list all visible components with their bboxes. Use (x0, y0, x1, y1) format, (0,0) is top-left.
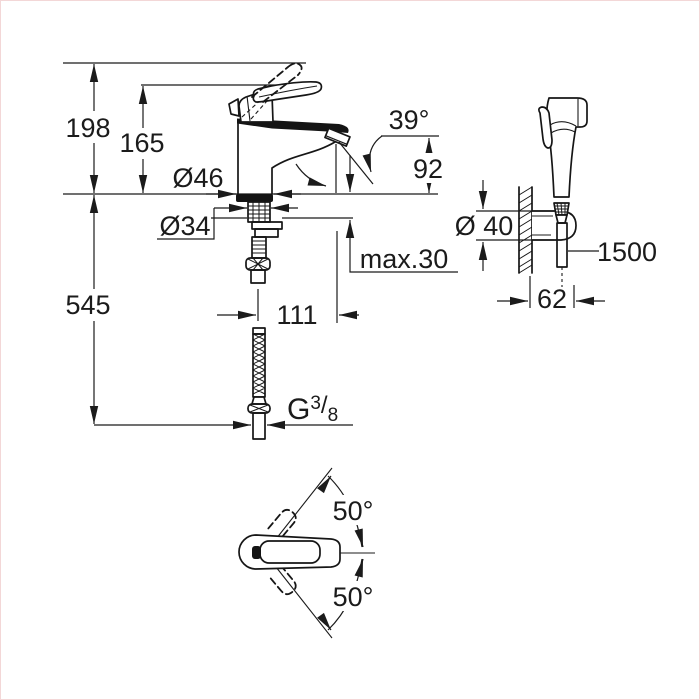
shower-body (545, 97, 588, 198)
rod-thread-pattern (252, 240, 266, 254)
faucet-body (228, 62, 351, 202)
dim-label-g38: G3/8 (287, 392, 338, 426)
dim-label-165: 165 (119, 128, 164, 158)
connection-tube (252, 412, 266, 440)
lever-inner-line (258, 85, 318, 98)
hand-shower-view: Ø 40 1500 62 (455, 97, 657, 314)
dim-lever-height: 165 (119, 86, 166, 193)
handle-swung-down-dashed (267, 564, 297, 596)
holder-inner-lines (532, 215, 553, 236)
dim-spout-angle: 39° (295, 105, 439, 193)
dim-label-50deg-down: 50° (333, 582, 374, 612)
lever-handle (252, 80, 323, 103)
aerator (324, 127, 351, 147)
nut-hatch (247, 257, 269, 271)
dim-overall-height: 198 (65, 64, 111, 193)
lever-rear-tab (228, 98, 240, 117)
mounting-bracket-upper (251, 221, 283, 230)
dim-thread-size: G3/8 (94, 392, 353, 430)
dim-hose-drop: 545 (64, 195, 112, 424)
wall-section (518, 186, 533, 274)
dim-label-50deg-up: 50° (333, 496, 374, 526)
dim-label-111: 111 (276, 300, 317, 330)
wall-hatch-pattern (518, 186, 533, 274)
shower-holder (532, 210, 577, 241)
threaded-rod (251, 236, 267, 259)
dim-shank-diameter: Ø34 (157, 203, 298, 241)
mounting-bracket-lower (254, 228, 279, 238)
hose-top-fitting (252, 327, 266, 335)
dim-label-62: 62 (537, 284, 567, 314)
dim-outlet-height: 92 (410, 138, 448, 193)
hose-end-cone (251, 396, 267, 405)
dim-holder-diameter: Ø 40 (455, 180, 554, 271)
lever-raised-dashed (251, 62, 303, 103)
neck-contour-lines (549, 121, 577, 134)
dim-label-dia40: Ø 40 (455, 211, 514, 241)
hose-nut-hatch (249, 404, 269, 413)
hand-shower (538, 97, 588, 287)
dim-wall-offset: 62 (497, 276, 605, 314)
hose-cone (555, 214, 568, 224)
dim-spout-projection: 111 (217, 231, 359, 330)
tailpiece (250, 269, 266, 284)
dim-label-39deg: 39° (389, 105, 430, 135)
trigger-lever (538, 106, 553, 149)
under-deck-hardware (245, 201, 283, 440)
hose-braid-pattern (252, 333, 266, 395)
dim-label-dia34: Ø34 (159, 211, 210, 241)
dim-label-dia46: Ø46 (172, 163, 223, 193)
base-plinth (236, 194, 273, 202)
dim-label-max30: max.30 (360, 244, 449, 274)
dim-label-1500: 1500 (597, 237, 657, 267)
dim-hose-length: 1500 (568, 237, 657, 267)
handle-top-view: 50° 50° (238, 467, 379, 639)
shank-thread-pattern (248, 202, 270, 222)
handle-swung-up-dashed (267, 508, 297, 540)
handle-outline-top (238, 534, 341, 570)
main-view-faucet: 198 165 545 Ø46 Ø34 (63, 62, 458, 440)
dim-base-diameter: Ø46 (172, 163, 301, 199)
spout-underside (271, 141, 336, 195)
dim-label-545: 545 (65, 290, 110, 320)
dim-label-92: 92 (413, 154, 443, 184)
flow-direction-line (338, 141, 374, 185)
handle-pin (252, 546, 261, 559)
coupling-knurl (555, 202, 568, 216)
dim-max-deck-thickness: max.30 (345, 155, 458, 274)
dim-label-198: 198 (65, 113, 110, 143)
